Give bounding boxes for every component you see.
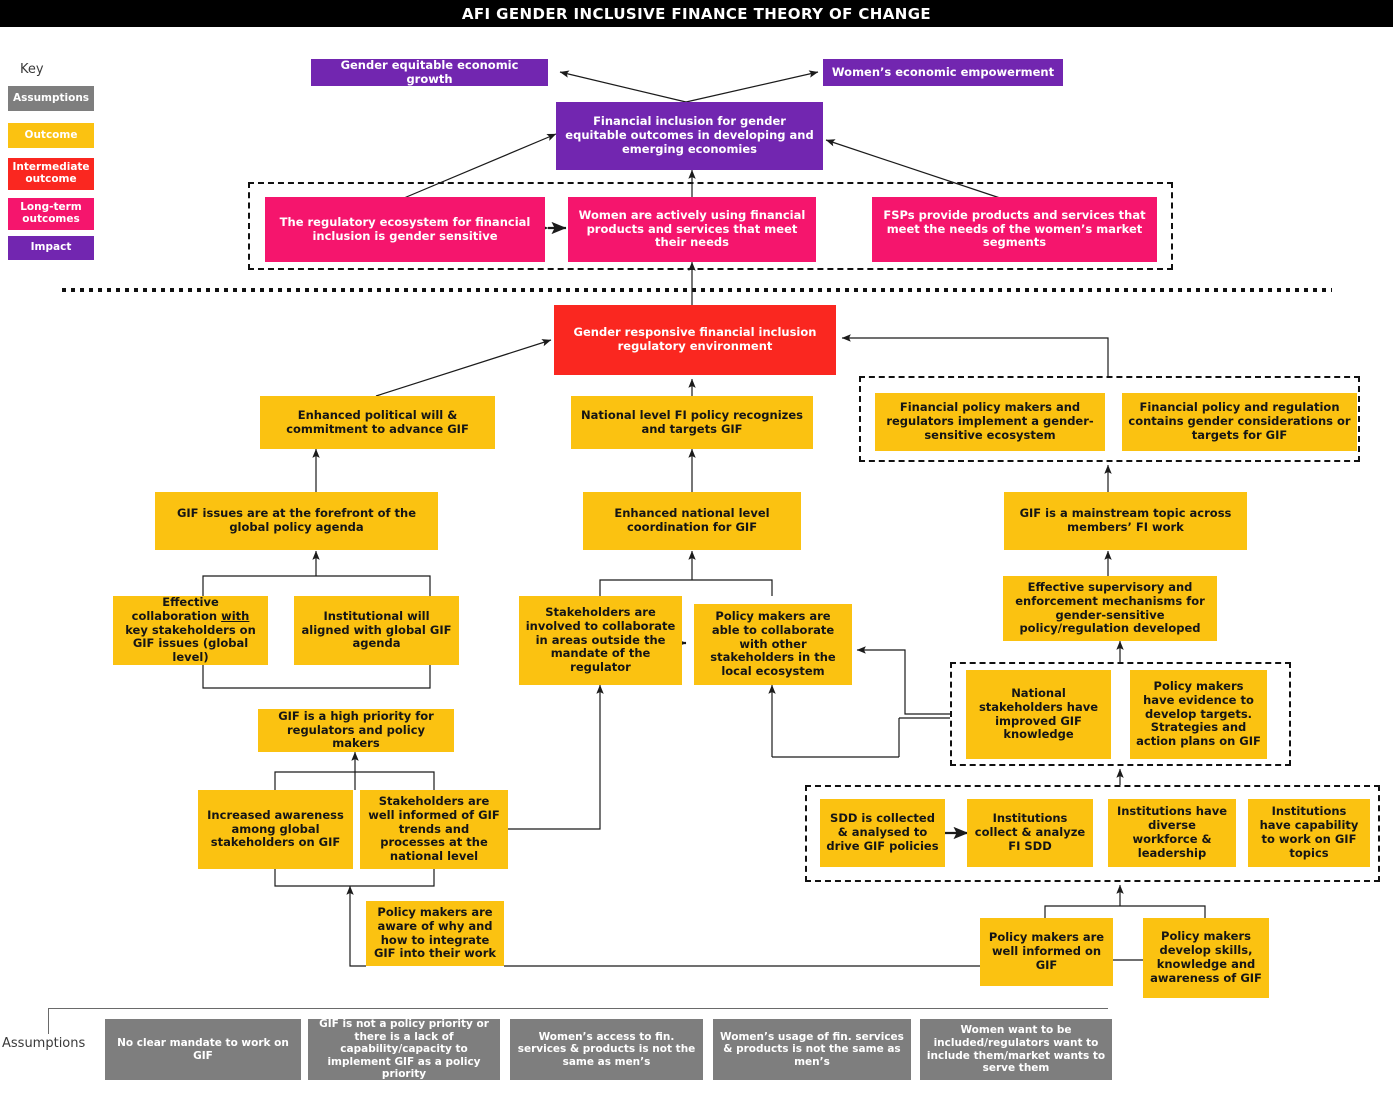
outcome-gif-issues-forefront: GIF issues are at the forefront of the g… — [155, 492, 438, 550]
phase-divider — [62, 288, 1332, 292]
key-chip-long-term-outcomes: Long-term outcomes — [8, 198, 94, 230]
assumption-womens-usage: Women’s usage of fin. services & product… — [713, 1019, 911, 1080]
page-title: AFI GENDER INCLUSIVE FINANCE THEORY OF C… — [0, 0, 1393, 27]
outcome-national-stakeholders-knowledge: National stakeholders have improved GIF … — [966, 670, 1111, 759]
outcome-effective-collaboration: Effective collaboration with key stakeho… — [113, 595, 268, 665]
longterm-women-actively-using: Women are actively using financial produ… — [568, 197, 816, 262]
outcome-gif-high-priority: GIF is a high priority for regulators an… — [258, 709, 454, 752]
assumption-womens-access: Women’s access to fin. services & produc… — [510, 1019, 703, 1080]
assumptions-row-label: Assumptions — [2, 1036, 86, 1051]
outcome-policy-makers-informed: Policy makers are well informed on GIF — [980, 918, 1113, 986]
outcome-institutions-collect-sdd: Institutions collect & analyze FI SDD — [967, 799, 1093, 867]
long-term-outcomes-group — [248, 182, 1173, 270]
knowledge-evidence-group — [950, 662, 1291, 766]
policy-implementation-group — [859, 376, 1360, 462]
assumption-gif-not-priority: GIF is not a policy priority or there is… — [308, 1018, 500, 1080]
outcome-effective-collaboration-text: Effective collaboration with key stakeho… — [125, 595, 256, 665]
key-chip-impact: Impact — [8, 236, 94, 260]
outcome-stakeholders-involved: Stakeholders are involved to collaborate… — [519, 596, 682, 685]
outcome-policy-makers-skills: Policy makers develop skills, knowledge … — [1143, 918, 1269, 998]
assumption-women-want-included: Women want to be included/regulators wan… — [920, 1019, 1112, 1080]
outcome-institutional-will: Institutional will aligned with global G… — [294, 596, 459, 665]
outcome-capability-gif-topics: Institutions have capability to work on … — [1248, 799, 1370, 867]
impact-gender-equitable-growth: Gender equitable economic growth — [311, 58, 548, 86]
outcome-stakeholders-informed: Stakeholders are well informed of GIF tr… — [360, 790, 508, 869]
key-chip-intermediate-outcome: Intermediate outcome — [8, 158, 94, 190]
outcome-sdd-collected: SDD is collected & analysed to drive GIF… — [820, 799, 945, 867]
outcome-enhanced-political-will: Enhanced political will & commitment to … — [260, 396, 495, 449]
outcome-policy-contains-gender: Financial policy and regulation contains… — [1122, 393, 1357, 451]
outcome-diverse-workforce: Institutions have diverse workforce & le… — [1108, 799, 1236, 867]
assumptions-bracket — [48, 1008, 1108, 1034]
longterm-regulatory-ecosystem: The regulatory ecosystem for financial i… — [265, 197, 545, 262]
impact-financial-inclusion-central: Financial inclusion for gender equitable… — [556, 102, 823, 170]
outcome-effective-supervisory: Effective supervisory and enforcement me… — [1003, 576, 1217, 641]
institutional-capacity-group — [805, 785, 1380, 882]
outcome-policy-makers-collaborate: Policy makers are able to collaborate wi… — [694, 604, 852, 685]
impact-womens-economic-empowerment: Women’s economic empowerment — [823, 59, 1063, 86]
key-chip-outcome: Outcome — [8, 123, 94, 148]
outcome-gif-mainstream-topic: GIF is a mainstream topic across members… — [1004, 492, 1247, 550]
outcome-enhanced-national-coordination: Enhanced national level coordination for… — [583, 492, 801, 550]
underline-with: with — [221, 608, 250, 623]
outcome-national-level-fi-policy: National level FI policy recognizes and … — [571, 396, 813, 449]
key-label: Key — [20, 62, 44, 77]
intermediate-gender-responsive-regulatory: Gender responsive financial inclusion re… — [554, 305, 836, 375]
key-chip-assumptions: Assumptions — [8, 86, 94, 111]
longterm-fsps-provide-products: FSPs provide products and services that … — [872, 197, 1157, 262]
outcome-increased-awareness: Increased awareness among global stakeho… — [198, 790, 353, 869]
outcome-policy-makers-implement: Financial policy makers and regulators i… — [875, 393, 1105, 451]
assumption-no-clear-mandate: No clear mandate to work on GIF — [105, 1019, 301, 1080]
outcome-policy-makers-evidence: Policy makers have evidence to develop t… — [1130, 670, 1267, 759]
outcome-policy-makers-aware: Policy makers are aware of why and how t… — [366, 901, 504, 966]
